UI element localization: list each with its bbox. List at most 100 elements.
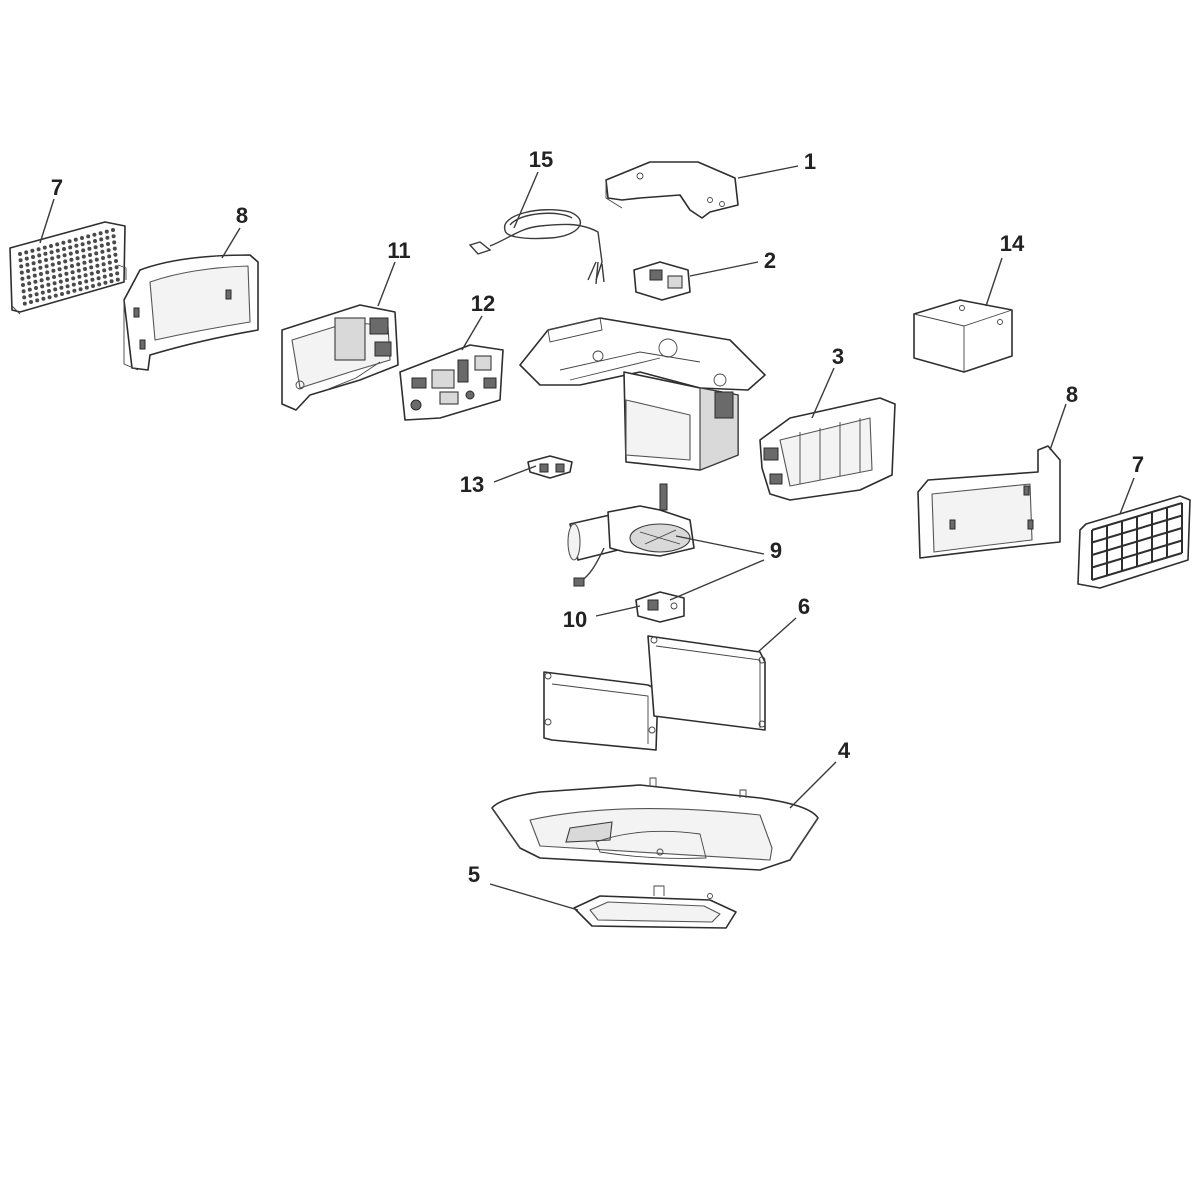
grille-hole [82, 260, 87, 265]
grille-hole [57, 267, 62, 272]
grille-hole [96, 270, 100, 274]
part-6-lens-plates [543, 635, 766, 751]
grille-hole [42, 245, 47, 250]
part-5-lens-frame [573, 885, 737, 929]
grille-hole [113, 252, 118, 257]
grille-hole [24, 250, 29, 255]
grille-hole [97, 282, 102, 287]
grille-hole [91, 284, 95, 288]
grille-hole [106, 242, 110, 246]
grille-hole [72, 288, 77, 293]
grille-hole [34, 286, 38, 290]
leader-lines [39, 165, 1135, 911]
part-3-right-housing [759, 397, 896, 501]
callout-8-right: 8 [1066, 382, 1078, 407]
callout-13: 13 [460, 472, 484, 497]
grille-hole [95, 263, 100, 268]
grille-hole [45, 270, 50, 275]
grille-hole [34, 292, 39, 297]
grille-hole [114, 265, 119, 270]
part-11-left-housing [281, 304, 399, 411]
grille-hole [31, 255, 35, 259]
grille-hole [25, 262, 30, 267]
grille-hole [61, 240, 66, 245]
grille-hole [35, 298, 40, 303]
grille-hole [112, 246, 117, 251]
grille-hole [40, 284, 45, 289]
grille-hole [64, 271, 69, 276]
grille-hole [89, 265, 94, 270]
grille-hole [63, 259, 68, 264]
grille-hole [98, 231, 103, 236]
grille-hole [28, 293, 33, 298]
grille-hole [83, 273, 88, 278]
grille-hole [102, 268, 107, 273]
grille-bar [1091, 552, 1183, 581]
grille-bar [1091, 514, 1183, 544]
grille-hole [114, 259, 118, 263]
grille-hole [70, 270, 75, 275]
grille-hole [43, 251, 48, 256]
grille-hole [49, 250, 54, 255]
chassis-assembly [519, 317, 766, 471]
grille-hole [53, 293, 58, 298]
part-8-left-end-cap [123, 254, 259, 371]
grille-hole [81, 248, 86, 253]
grille-hole [107, 260, 112, 265]
grille-hole [86, 234, 91, 239]
grille-hole [52, 281, 57, 286]
part-4-light-lens [491, 777, 819, 871]
grille-hole [56, 254, 61, 259]
grille-hole [71, 276, 76, 281]
grille-hole [60, 292, 64, 296]
grille-hole [67, 239, 72, 244]
grille-hole [58, 279, 63, 284]
grille-hole [19, 270, 24, 275]
grille-hole [55, 242, 60, 247]
grille-hole [108, 266, 113, 271]
grille-hole [75, 256, 80, 261]
part-12-circuit-board [399, 344, 504, 421]
callout-labels: 7 8 11 12 15 1 2 14 3 8 7 13 9 10 6 4 5 [51, 147, 1144, 887]
grille-hole [26, 275, 31, 280]
callout-11: 11 [387, 238, 410, 263]
grille-hole [62, 253, 67, 258]
grille-hole [115, 277, 120, 282]
grille-hole [73, 237, 78, 242]
grille-hole [109, 273, 113, 277]
grille-hole [104, 229, 109, 234]
grille-hole [58, 273, 63, 278]
grille-hole [76, 268, 81, 273]
grille-hole [84, 285, 89, 290]
grille-hole [99, 237, 104, 242]
grille-hole [94, 251, 99, 256]
grille-hole [44, 264, 49, 269]
grille-hole [96, 276, 101, 281]
grille-hole [75, 250, 79, 254]
grille-hole [78, 281, 82, 285]
grille-hole [47, 289, 51, 293]
grille-bar [1091, 527, 1183, 556]
grille-hole [66, 290, 71, 295]
grille-hole [32, 267, 37, 272]
grille-hole [78, 287, 83, 292]
grille-hole [115, 271, 120, 276]
grille-hole [76, 262, 81, 267]
callout-3: 3 [832, 344, 844, 369]
grille-hole [81, 254, 86, 259]
grille-hole [68, 251, 73, 256]
grille-bar [1091, 539, 1183, 569]
grille-hole [80, 236, 84, 240]
callout-12: 12 [471, 291, 495, 316]
grille-hole [63, 265, 68, 270]
grille-hole [111, 234, 116, 239]
callout-7-right: 7 [1132, 452, 1144, 477]
grille-hole [99, 243, 104, 248]
grille-hole [93, 239, 97, 243]
grille-hole [106, 248, 111, 253]
grille-hole [24, 256, 29, 261]
grille-hole [47, 295, 52, 300]
part-14-battery-box [913, 299, 1013, 373]
grille-bar [1091, 502, 1183, 531]
